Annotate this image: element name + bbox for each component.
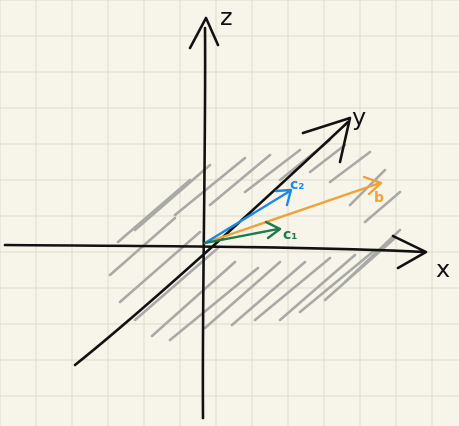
- plane-hatch-stroke: [150, 260, 237, 338]
- vector-c1-shaft: [203, 227, 280, 245]
- y-axis-line: [73, 120, 350, 367]
- vector-b-arrowhead: [362, 175, 383, 196]
- vector-c2: [203, 188, 293, 245]
- plane-hatch-stroke: [278, 253, 357, 322]
- plane-hatch-stroke: [253, 256, 332, 322]
- plane-hatch-stroke: [168, 266, 260, 342]
- z-axis: [188, 16, 220, 420]
- vector-b-shaft: [203, 181, 382, 245]
- plane-hatch-stroke: [328, 150, 372, 184]
- z-axis-line: [201, 26, 207, 420]
- vector-c2-label: c₂: [290, 177, 304, 193]
- z-axis-arrowhead: [188, 16, 220, 50]
- vector-c2-arrowhead: [274, 188, 293, 207]
- vector-c2-shaft: [203, 189, 292, 245]
- plane-hatch-stroke: [203, 260, 282, 330]
- vector-c1-label: c₁: [283, 227, 297, 243]
- y-axis: [73, 116, 352, 367]
- x-axis-label: x: [436, 255, 450, 283]
- vector-c1: [203, 220, 282, 245]
- vector-b-label: b: [374, 190, 384, 206]
- plane-hatch-stroke: [118, 230, 202, 304]
- plane-hatch-stroke: [298, 248, 377, 314]
- plane-hatch-stroke: [208, 153, 272, 207]
- plane-hatch-stroke: [116, 178, 192, 244]
- plane-hatch-stroke: [173, 156, 247, 217]
- plane-hatch-stroke: [230, 260, 307, 327]
- plane-hatch-stroke: [363, 190, 402, 224]
- plane-hatch-stroke: [243, 148, 302, 194]
- vector-c1-arrowhead: [264, 220, 282, 240]
- plane-hatch-stroke: [308, 143, 347, 174]
- plane-hatch-stroke: [133, 163, 212, 232]
- y-axis-arrowhead: [301, 116, 352, 164]
- y-axis-label: y: [352, 103, 366, 131]
- vector-b: [203, 175, 383, 245]
- z-axis-label: z: [220, 3, 233, 31]
- plane-hatch-stroke: [343, 228, 402, 284]
- x-axis-arrowhead: [391, 234, 428, 270]
